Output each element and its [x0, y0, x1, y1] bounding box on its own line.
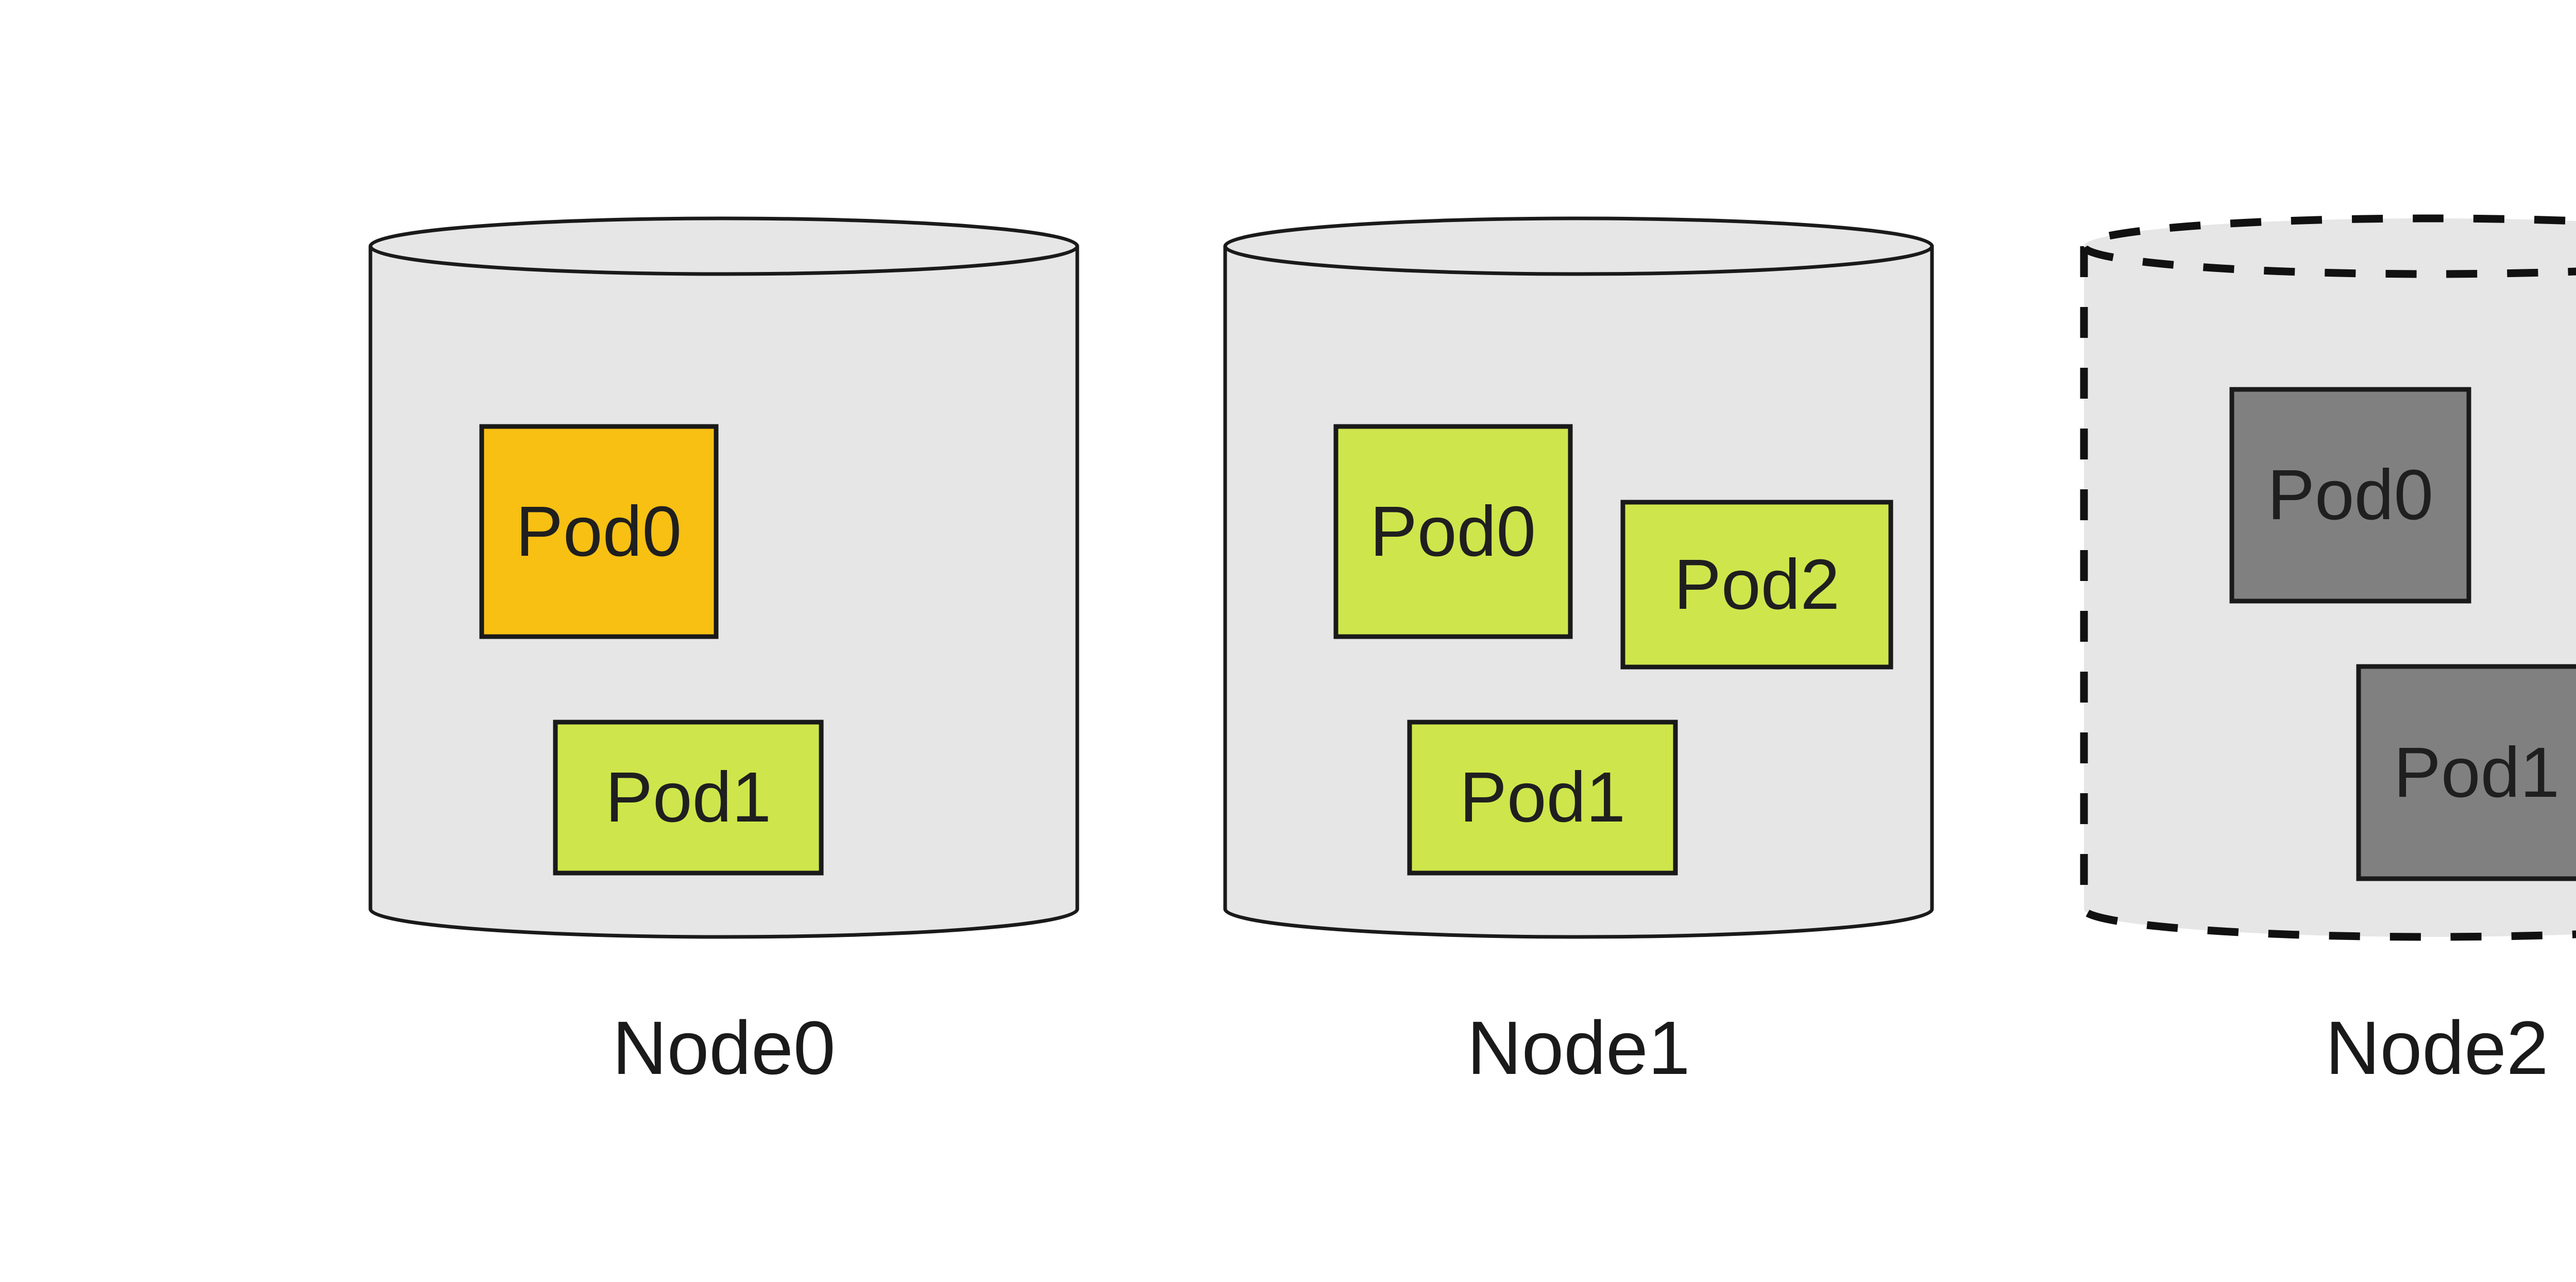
node0-pod1: [553, 720, 824, 876]
node2-pod1-label: Pod1: [2394, 733, 2560, 812]
node2-group: Pod0 Pod1 Node2: [2080, 214, 2576, 1090]
node1-cylinder-body: [1223, 246, 1934, 939]
node2-pod1: [2356, 664, 2576, 881]
node1-pod1: [1407, 720, 1678, 876]
node0-pod0: [479, 424, 719, 639]
node2-label: Node2: [2325, 1006, 2548, 1090]
node1-pod2-label: Pod2: [1674, 545, 1840, 624]
node1-pod2: [1620, 500, 1893, 670]
node2-cylinder-top: [2080, 214, 2576, 278]
node1-pod0-label: Pod0: [1370, 492, 1536, 571]
node0-cylinder-top: [368, 216, 1079, 276]
node0-pod0-label: Pod0: [516, 492, 682, 571]
node2-pod0: [2229, 387, 2471, 604]
node1-pod1-label: Pod1: [1460, 758, 1625, 837]
node0-cylinder-body: [368, 246, 1079, 939]
node1-group: Pod0 Pod2 Pod1 Node1: [1223, 216, 1934, 1090]
node1-cylinder-top: [1223, 216, 1934, 276]
node0-group: Pod0 Pod1 Node0: [368, 216, 1079, 1090]
node0-pod1-label: Pod1: [605, 758, 771, 837]
node1-label: Node1: [1467, 1006, 1690, 1090]
node1-pod0: [1333, 424, 1573, 639]
node0-label: Node0: [612, 1006, 835, 1090]
node2-pod0-label: Pod0: [2267, 455, 2433, 535]
